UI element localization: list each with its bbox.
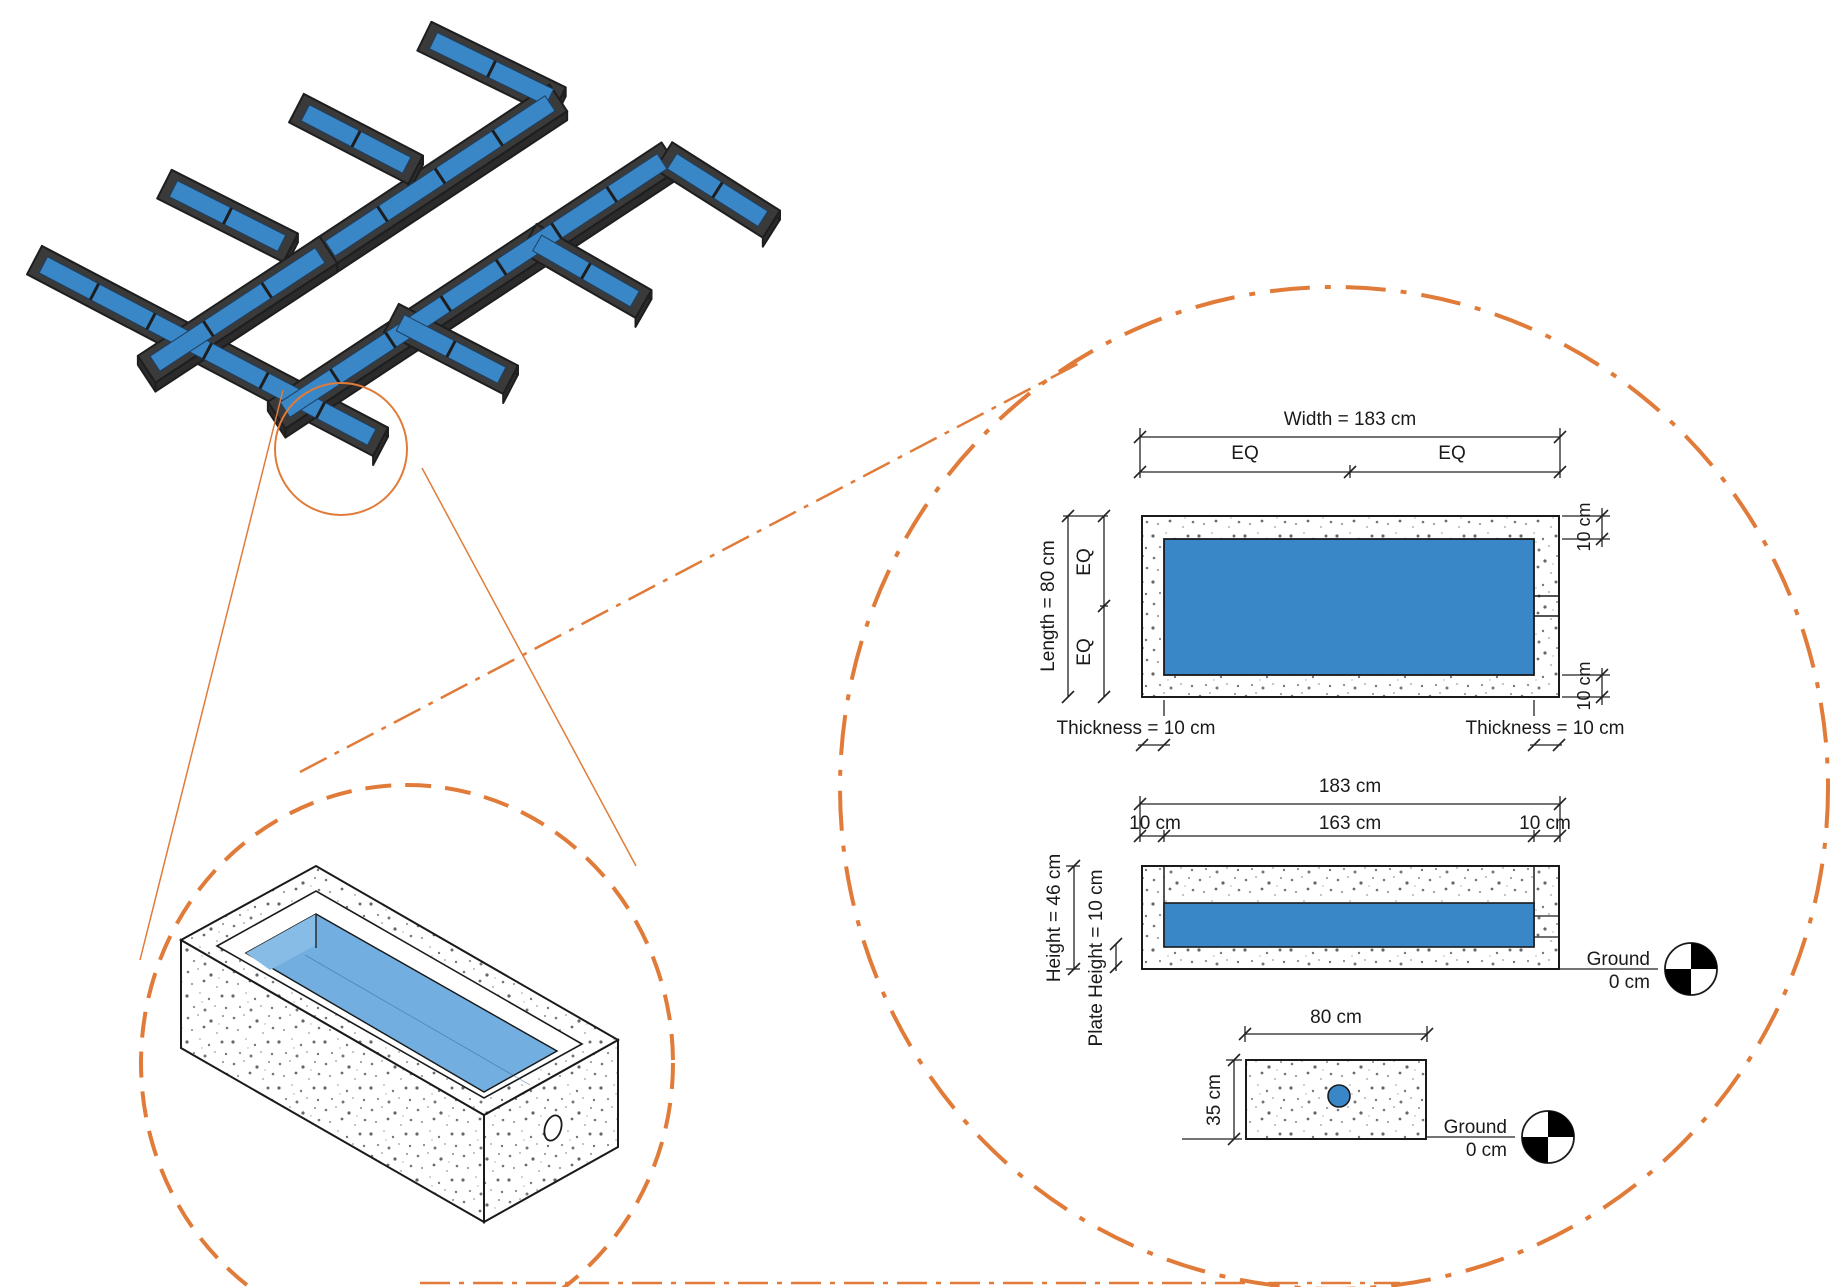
section-height-label: Height = 46 cm bbox=[1044, 854, 1065, 982]
plan-right-offsets: 10 cm 10 cm bbox=[1562, 502, 1610, 711]
section-right-wall-label: 10 cm bbox=[1519, 813, 1571, 834]
detail-marker-circle bbox=[274, 382, 408, 516]
end-width-label: 80 cm bbox=[1310, 1007, 1362, 1028]
section-width-dimensions: 183 cm 10 cm 163 cm 10 cm bbox=[1129, 776, 1571, 843]
section-ground-value: 0 cm bbox=[1609, 972, 1650, 993]
plan-width-label: Width = 183 cm bbox=[1284, 409, 1417, 430]
section-ground-marker: Ground 0 cm bbox=[1560, 942, 1718, 996]
plan-length-dimension: Length = 80 cm EQ EQ bbox=[1038, 509, 1111, 704]
end-height-label: 35 cm bbox=[1204, 1074, 1225, 1126]
section-plate-height-label: Plate Height = 10 cm bbox=[1086, 870, 1107, 1047]
section-view: 183 cm 10 cm 163 cm 10 cm Height = 46 cm… bbox=[1044, 776, 1718, 1047]
end-drain-hole bbox=[1327, 1084, 1351, 1108]
plan-eq-top-label: EQ bbox=[1074, 548, 1095, 575]
end-ground-value: 0 cm bbox=[1466, 1140, 1507, 1161]
plan-right-top-offset: 10 cm bbox=[1574, 502, 1594, 551]
section-overall-label: 183 cm bbox=[1319, 776, 1381, 797]
plan-view: Width = 183 cm EQ EQ Length = 80 cm EQ E… bbox=[1038, 409, 1625, 752]
plan-thickness-right-label: Thickness = 10 cm bbox=[1466, 718, 1625, 739]
isometric-detail-boundary bbox=[139, 783, 675, 1287]
detail-callout bbox=[139, 358, 1400, 1285]
leader-line-left bbox=[139, 389, 284, 961]
trough-network-isometric bbox=[26, 20, 781, 467]
end-view: 80 cm 35 cm Ground 0 cm bbox=[1182, 1007, 1575, 1164]
leader-line-right bbox=[421, 467, 637, 867]
plan-width-dimension: Width = 183 cm EQ EQ bbox=[1133, 409, 1567, 479]
plan-thickness-left-label: Thickness = 10 cm bbox=[1057, 718, 1216, 739]
plan-thickness-dimensions: Thickness = 10 cm Thickness = 10 cm bbox=[1057, 700, 1625, 752]
plan-eq-bottom-label: EQ bbox=[1074, 638, 1095, 665]
single-trough-isometric bbox=[178, 864, 621, 1224]
plan-water-surface bbox=[1163, 538, 1535, 676]
plan-eq-right-label: EQ bbox=[1438, 443, 1465, 464]
drain-hole bbox=[543, 1114, 563, 1142]
end-width-dimension: 80 cm bbox=[1238, 1007, 1434, 1042]
end-height-dimension: 35 cm bbox=[1182, 1053, 1242, 1146]
plan-length-label: Length = 80 cm bbox=[1038, 540, 1059, 672]
end-ground-label: Ground bbox=[1444, 1117, 1507, 1138]
section-height-dimensions: Height = 46 cm Plate Height = 10 cm bbox=[1044, 854, 1123, 1047]
section-left-wall-label: 10 cm bbox=[1129, 813, 1181, 834]
section-water bbox=[1163, 902, 1535, 948]
detail-drawing-boundary bbox=[838, 285, 1830, 1287]
plan-eq-left-label: EQ bbox=[1231, 443, 1258, 464]
end-ground-marker: Ground 0 cm bbox=[1426, 1110, 1575, 1164]
section-ground-label: Ground bbox=[1587, 949, 1650, 970]
plan-right-bottom-offset: 10 cm bbox=[1574, 661, 1594, 710]
section-inner-label: 163 cm bbox=[1319, 813, 1381, 834]
leader-line-to-drawing bbox=[299, 358, 1086, 774]
